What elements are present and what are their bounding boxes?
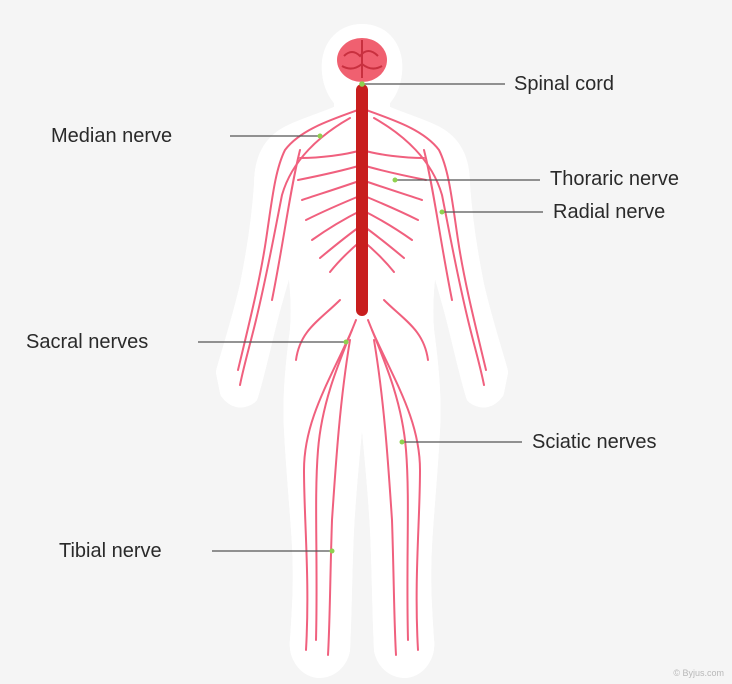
marker-thoracic-nerve xyxy=(393,178,398,183)
marker-radial-nerve xyxy=(440,210,445,215)
marker-sacral-nerves xyxy=(344,340,349,345)
label-median-nerve: Median nerve xyxy=(51,126,172,146)
marker-median-nerve xyxy=(318,134,323,139)
marker-tibial-nerve xyxy=(330,549,335,554)
brain-icon xyxy=(337,38,387,82)
marker-sciatic-nerves xyxy=(400,440,405,445)
label-sacral-nerves: Sacral nerves xyxy=(26,332,148,352)
label-sciatic-nerves: Sciatic nerves xyxy=(532,432,657,452)
label-spinal-cord: Spinal cord xyxy=(514,74,614,94)
spinal-cord-shape xyxy=(356,84,368,316)
label-tibial-nerve: Tibial nerve xyxy=(59,541,162,561)
label-radial-nerve: Radial nerve xyxy=(553,202,665,222)
watermark: © Byjus.com xyxy=(673,668,724,678)
marker-spinal-cord xyxy=(359,81,365,87)
label-thoracic-nerve: Thoraric nerve xyxy=(550,169,679,189)
